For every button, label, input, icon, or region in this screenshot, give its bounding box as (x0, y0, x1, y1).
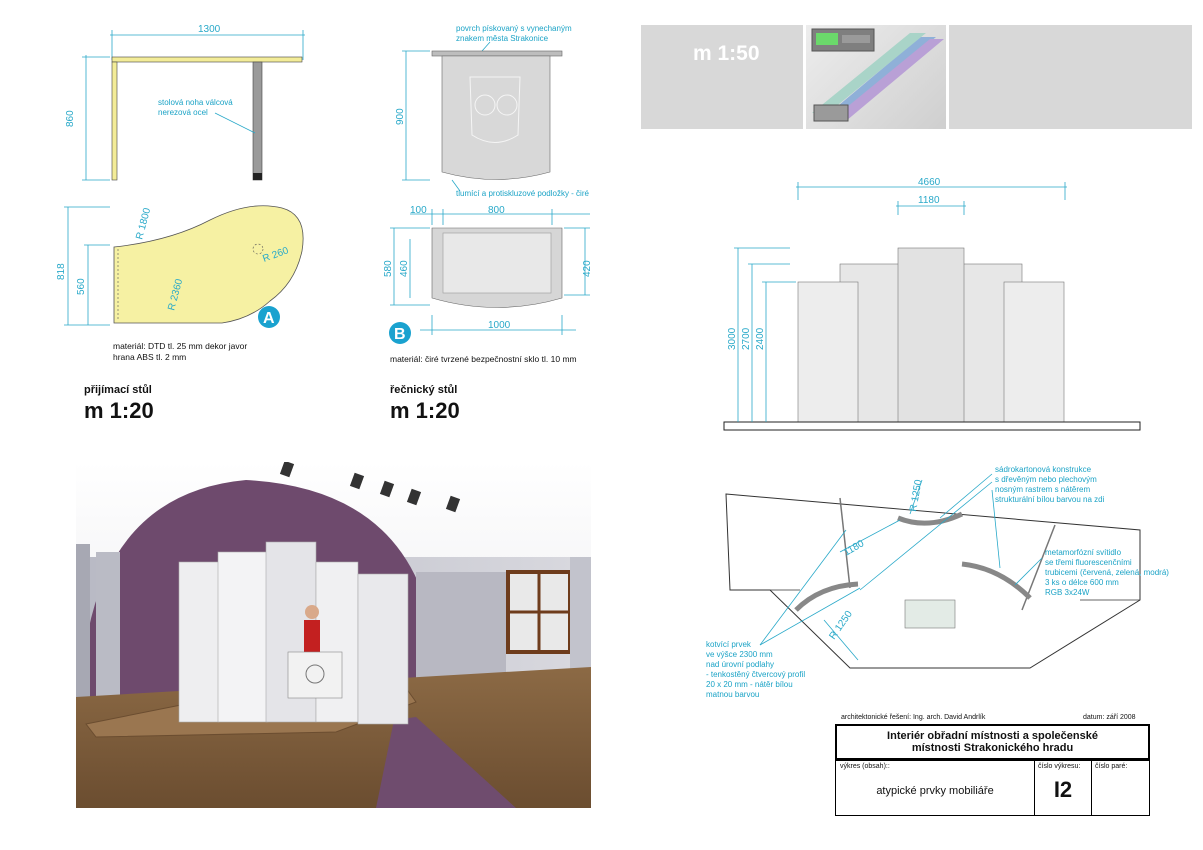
purple-carpet (376, 717, 516, 808)
light-note-5: RGB 3x24W (1045, 588, 1090, 597)
arc-panel-left (794, 581, 859, 612)
marker-a: A (263, 310, 275, 327)
dim-460: 460 (399, 260, 410, 277)
light-note-3: trubicemi (1045, 568, 1078, 577)
dim-4660: 4660 (918, 177, 941, 188)
plan-lectern (904, 599, 956, 629)
light-fixture-illustration (811, 28, 944, 122)
dim-r1800: R 1800 (134, 206, 153, 240)
copy-number-cell: číslo paré: (1091, 760, 1150, 816)
drawing-number: I2 (1053, 777, 1073, 802)
anchor-note-5: 20 x 20 mm - nátěr bílou (706, 680, 793, 689)
leg-note-line1: stolová noha válcová (158, 98, 233, 107)
interior-render-scene (76, 462, 591, 808)
light-note-2: se třemi fluorescenčními (1045, 558, 1132, 567)
drawing-name-cell: výkres (obsah):: atypické prvky mobiliář… (835, 760, 1035, 816)
scale-banner: m 1:50 (641, 25, 803, 129)
lectern-name: řečnický stůl (390, 384, 458, 396)
anchor-line-left (839, 497, 851, 589)
interior-render (76, 462, 591, 808)
leg-note-line2: nerezová ocel (158, 108, 208, 117)
drawing-name: atypické prvky mobiliáře (876, 785, 994, 797)
title-block: architektonické řešení: Ing. arch. David… (835, 712, 1150, 816)
table-a-name: přijímací stůl (84, 384, 152, 396)
table-leg (252, 61, 263, 181)
dim-1000: 1000 (488, 320, 511, 331)
marker-a-circle (258, 306, 280, 328)
lectern-height-dim: 900 (395, 108, 406, 125)
copy-label: číslo paré: (1095, 763, 1128, 770)
panel-center (897, 247, 965, 423)
dim-800: 800 (488, 205, 505, 216)
project-title-box: Interiér obřadní místnosti a společenské… (835, 724, 1150, 760)
table-height-dim: 860 (65, 110, 76, 127)
spotlights (279, 462, 461, 513)
speaker-figure (304, 620, 320, 656)
dim-1180: 1180 (918, 195, 940, 206)
scale-banner-text: m 1:50 (693, 42, 760, 65)
dim-818: 818 (56, 263, 67, 280)
dim-420: 420 (582, 260, 593, 277)
panel-right (1003, 281, 1065, 423)
table-a-scale: m 1:20 (84, 398, 154, 423)
lectern-drawing: povrch pískovaný s vynechaným znakem měs… (383, 24, 593, 344)
anchor-note-3: nad úrovní podlahy (706, 660, 774, 669)
anchor-note-4: - tenkostěný čtvercový profil (706, 670, 805, 679)
drawing-number-cell: číslo výkresu: I2 (1034, 760, 1092, 816)
dim-100: 100 (410, 205, 427, 216)
light-fixture-image (806, 25, 946, 129)
anchor-note-1: kotvící prvek (706, 640, 752, 649)
render-lectern (287, 651, 343, 699)
floor-plan-drawing: sádrokartonová konstrukce s dřevěným neb… (706, 465, 1169, 699)
plan-note-2: s dřevěným nebo plechovým (995, 475, 1097, 484)
drawing-label: výkres (obsah):: (840, 763, 890, 770)
plan-note-4: strukturální bílou barvou na zdi (995, 495, 1105, 504)
table-top (111, 56, 303, 63)
table-a-material-2: hrana ABS tl. 2 mm (113, 352, 187, 362)
lectern-note-top1: povrch pískovaný s vynechaným (456, 24, 572, 33)
lectern-front (441, 55, 551, 180)
dim-2400: 2400 (755, 327, 766, 350)
marker-b-circle (389, 322, 411, 344)
dim-560: 560 (76, 278, 87, 295)
architect-label: architektonické řešení: Ing. arch. David… (841, 714, 986, 721)
light-note-3b: (červená, zelená, modrá) (1080, 568, 1169, 577)
reception-table-drawing: 1300 860 stolová noha válcová nerezová o… (56, 24, 305, 328)
light-note-1: metamorfózní svítidlo (1045, 548, 1122, 557)
date-label: datum: září 2008 (1083, 714, 1136, 721)
table-a-material-1: materiál: DTD tl. 25 mm dekor javor (113, 341, 248, 351)
elevation-floor (723, 421, 1141, 431)
blank-banner (949, 25, 1192, 129)
marker-b: B (394, 326, 406, 343)
plan-note-1: sádrokartonová konstrukce (995, 465, 1092, 474)
number-label: číslo výkresu: (1038, 763, 1081, 770)
lectern-note-top2: znakem města Strakonice (456, 34, 549, 43)
dim-580: 580 (383, 260, 394, 277)
lectern-material: materiál: čiré tvrzené bezpečnostní sklo… (390, 354, 577, 364)
dim-2700: 2700 (741, 327, 752, 350)
anchor-note-2: ve výšce 2300 mm (706, 650, 773, 659)
light-note-4: 3 ks o délce 600 mm (1045, 578, 1119, 587)
project-title-line2: místnosti Strakonického hradu (911, 742, 1074, 754)
anchor-note-6: matnou barvou (706, 690, 759, 699)
arc-panel-top (897, 511, 964, 526)
elevation-drawing: 4660 1180 3000 2700 2400 (723, 177, 1141, 431)
table-width-dim: 1300 (198, 24, 221, 35)
project-title-line1: Interiér obřadní místnosti a společenské (887, 730, 1098, 742)
lectern-top (431, 50, 563, 57)
lectern-scale: m 1:20 (390, 398, 460, 423)
plan-note-3: nosným rastrem s nátěrem (995, 485, 1090, 494)
table-side-panel (111, 61, 118, 181)
lectern-note-bottom: tlumící a protiskluzové podložky - čiré (456, 189, 589, 198)
panel-left (797, 281, 859, 423)
arc-panel-right (961, 561, 1032, 600)
table-plan-shape (113, 205, 304, 324)
dim-3000: 3000 (727, 327, 738, 350)
